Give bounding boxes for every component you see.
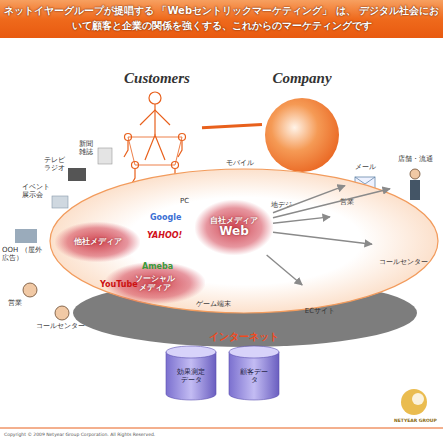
company-circle: Company	[262, 70, 342, 175]
callcenter-channel: コールセンター	[372, 230, 434, 266]
channel-label: イベント 展示会	[22, 183, 52, 199]
node-text: 効果測定 データ	[174, 362, 208, 384]
database-cylinder: 顧客データ	[228, 345, 280, 401]
channel-label: YAHOO!	[147, 231, 187, 240]
database-top	[166, 346, 216, 358]
footer-text: NETYEAR GROUP	[394, 418, 443, 423]
channel-label: モバイル	[226, 159, 266, 167]
logo-mark	[401, 389, 427, 415]
title: ネットイヤーグループが提唱する 「Webセントリックマーケティング」 は、 デジ…	[2, 3, 441, 33]
event-icon	[52, 196, 68, 208]
person-legs	[145, 135, 165, 160]
channel-label: テレビ ラジオ	[44, 156, 70, 172]
node-text: ソーシャル メディア	[131, 274, 179, 292]
footer-text: Copyright © 2009 Netyear Group Corporati…	[4, 432, 304, 437]
newspaper-icon	[98, 148, 112, 164]
person-body	[154, 104, 155, 135]
database-body	[229, 352, 279, 400]
node-text: Company	[272, 70, 331, 87]
tv-icon	[68, 168, 86, 181]
node-text: Web	[219, 225, 249, 239]
node-text: 店舗・流通	[398, 155, 433, 163]
store-person-icon	[410, 169, 420, 179]
channel-label: ゲーム端末	[196, 300, 240, 308]
person-arms	[140, 110, 170, 125]
sales-channel: 営業	[330, 198, 364, 232]
person-body	[124, 141, 128, 157]
node-text: 他社メディア	[74, 237, 122, 246]
node-text: 自社メディア	[210, 216, 258, 225]
channel-label: PC	[180, 197, 200, 205]
customer-links	[128, 137, 182, 165]
title-banner	[0, 0, 443, 38]
channel-label: 地デジ	[271, 201, 301, 209]
channel-label: Google	[150, 213, 190, 222]
store-channel: 店舗・流通	[390, 155, 440, 210]
own-media-area: 自社メディアWeb	[195, 200, 273, 255]
customer-figures	[124, 92, 186, 185]
mail-channel: メール	[345, 163, 385, 193]
sales-face-icon	[23, 283, 37, 297]
node-text: コールセンター	[379, 258, 428, 266]
person-head	[172, 162, 179, 169]
node-text: ECサイト	[305, 307, 335, 315]
person-body	[178, 141, 182, 157]
other-media-area: 他社メディア	[55, 222, 140, 262]
footer-rule	[0, 428, 443, 429]
node-text: 顧客データ	[237, 362, 271, 384]
database-body	[166, 352, 216, 400]
person-head	[125, 134, 132, 141]
ec-site-channel: ECサイト	[298, 285, 342, 315]
person-head	[132, 162, 139, 169]
person-head	[179, 134, 186, 141]
callcenter-face-icon	[55, 306, 69, 320]
channel-label: YouTube	[100, 280, 140, 289]
internet-ellipse	[50, 169, 438, 313]
store-person-body	[410, 180, 420, 200]
node-text: 営業	[340, 198, 354, 206]
database-cylinder: 効果測定 データ	[165, 345, 217, 401]
connector	[202, 125, 262, 128]
channel-label: 営業	[8, 299, 28, 307]
channel-label: Ameba	[142, 262, 182, 271]
logo-mark	[412, 393, 424, 405]
internet-platform: インターネット 他社メディア 自社メディアWeb ソーシャル メディア	[48, 165, 440, 345]
channel-label: コールセンター	[36, 322, 96, 330]
billboard-icon	[15, 229, 37, 243]
channel-label: OOH （屋外広告）	[2, 246, 48, 262]
person-head	[149, 92, 161, 104]
channel-label: 新聞 雑誌	[79, 140, 95, 156]
company-circle-fill	[265, 98, 339, 172]
node-text: インターネット	[209, 331, 279, 346]
node-text: Customers	[124, 70, 190, 87]
node-text: メール	[355, 163, 376, 171]
database-top	[229, 346, 279, 358]
